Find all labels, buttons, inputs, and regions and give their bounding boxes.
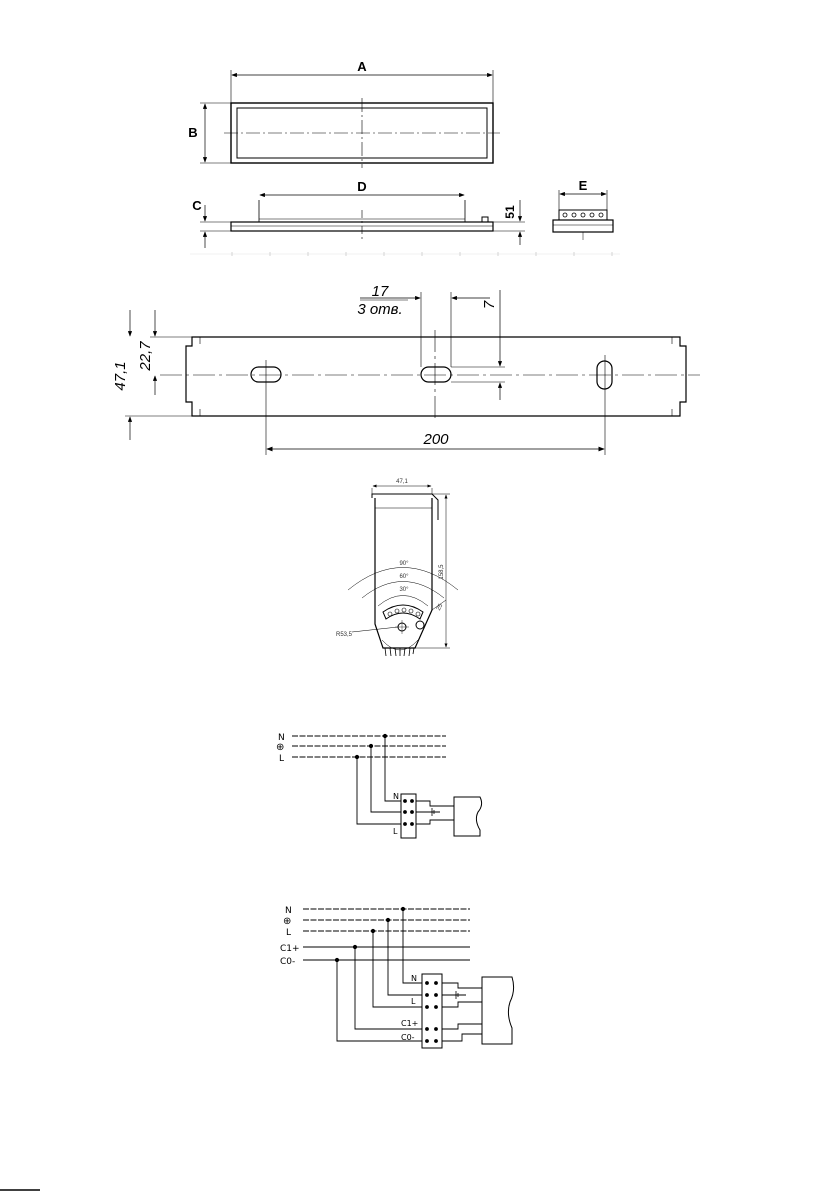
scale-ticks (190, 252, 620, 256)
w2-term-c1-label: C1+ (401, 1019, 418, 1028)
w2-term-l-label: L (411, 997, 416, 1006)
radius-small-label: 25 (436, 603, 445, 612)
angle-60-label: 60° (399, 574, 409, 580)
dim-22-7-label: 22,7 (137, 341, 154, 372)
radius-label: R53,5 (336, 632, 353, 638)
angle-90-label: 90° (399, 561, 409, 567)
w1-line-l-label: L (279, 754, 284, 764)
dim-b-label: B (188, 125, 197, 140)
w2-line-pe-label: ⊕ (283, 916, 291, 927)
w2-line-n-label: N (285, 906, 292, 916)
dim-7-label: 7 (481, 300, 498, 309)
w1-term-n-label: N (393, 792, 399, 801)
w2-term-c0-label: C0- (401, 1033, 415, 1042)
dim-17-label: 17 (372, 283, 389, 300)
w1-term-l-label: L (393, 827, 398, 836)
bracket-height-label: 158,5 (439, 564, 445, 580)
dim-c-label: C (192, 198, 202, 213)
dim-47-1-label: 47,1 (112, 361, 129, 390)
angle-30-label: 30° (399, 587, 409, 593)
dim-d-label: D (357, 179, 366, 194)
side-view (200, 195, 525, 248)
dim-51-label: 51 (503, 205, 517, 219)
w2-line-l-label: L (286, 928, 291, 938)
end-view (553, 190, 613, 240)
dim-a-label: A (357, 59, 367, 74)
wiring-diagram-1 (292, 734, 482, 838)
top-view (200, 70, 500, 168)
w2-line-c0-label: C0- (280, 957, 295, 967)
dim-200-label: 200 (422, 431, 449, 448)
holes-note-label: 3 отв. (357, 301, 402, 318)
w2-term-n-label: N (411, 974, 417, 983)
dim-e-label: E (579, 178, 588, 193)
mount-plate (125, 290, 700, 455)
bracket-width-label: 47,1 (396, 479, 408, 485)
slot-center (421, 367, 451, 382)
w1-line-pe-label: ⊕ (276, 742, 284, 753)
w2-line-c1-label: C1+ (280, 944, 300, 954)
